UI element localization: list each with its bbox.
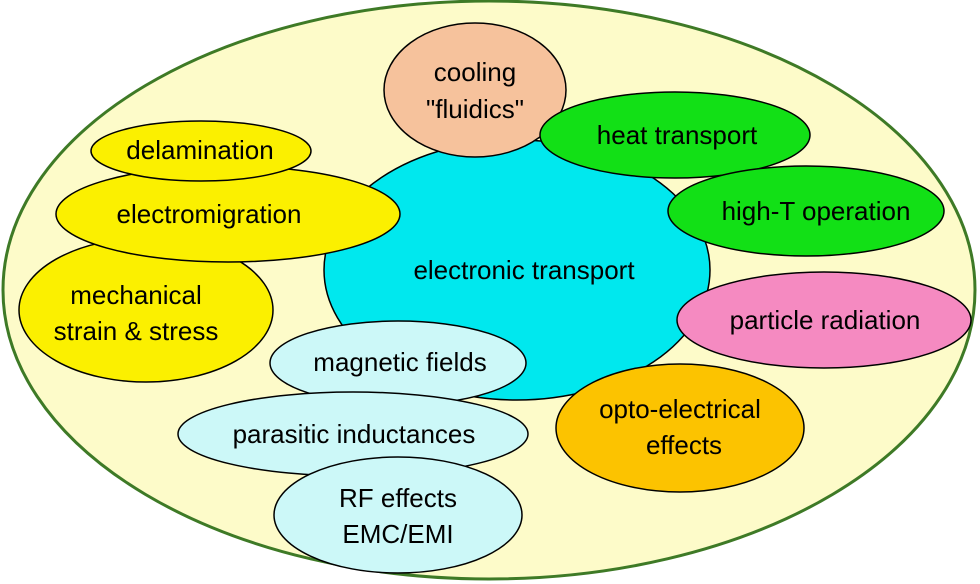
bubble-heat-transport-shape <box>539 91 811 179</box>
bubble-electronic-transport-label: electronic transport <box>413 255 635 285</box>
bubble-high-t-operation: high-T operation <box>667 165 945 257</box>
bubble-high-t-operation-shape <box>667 165 945 257</box>
bubble-rf-effects-emc-emi-shape <box>273 456 523 574</box>
bubble-cooling-fluidics-shape <box>383 22 567 158</box>
bubble-mechanical-strain-stress-label-line-2: strain & stress <box>54 316 219 346</box>
bubble-delamination-shape <box>90 120 312 182</box>
bubble-opto-electrical-effects-label-line-1: opto-electrical <box>599 394 761 424</box>
bubble-parasitic-inductances-label: parasitic inductances <box>233 419 476 449</box>
bubble-electromigration: electromigration <box>55 165 401 263</box>
bubble-opto-electrical-effects-shape <box>555 363 805 493</box>
bubble-delamination: delamination <box>90 120 312 182</box>
bubble-rf-effects-emc-emi-label-line-2: EMC/EMI <box>342 519 453 549</box>
bubble-magnetic-fields: magnetic fields <box>269 320 527 406</box>
bubble-mechanical-strain-stress-label-line-1: mechanical <box>70 280 202 310</box>
bubble-delamination-label: delamination <box>126 135 273 165</box>
bubble-opto-electrical-effects: opto-electrical effects <box>555 363 805 493</box>
bubble-cooling-fluidics: cooling "fluidics" <box>383 22 567 158</box>
bubble-heat-transport-label: heat transport <box>597 120 758 150</box>
bubble-electromigration-label: electromigration <box>117 199 302 229</box>
bubble-high-t-operation-label: high-T operation <box>722 196 911 226</box>
bubble-rf-effects-emc-emi: RF effects EMC/EMI <box>273 456 523 574</box>
bubble-rf-effects-emc-emi-label-line-1: RF effects <box>339 483 457 513</box>
bubble-heat-transport: heat transport <box>539 91 811 179</box>
bubble-cooling-fluidics-label-line-1: cooling <box>434 57 516 87</box>
bubble-parasitic-inductances: parasitic inductances <box>177 391 529 477</box>
bubble-particle-radiation: particle radiation <box>676 271 972 369</box>
bubble-opto-electrical-effects-label-line-2: effects <box>646 430 722 460</box>
bubble-cooling-fluidics-label-line-2: "fluidics" <box>426 94 524 124</box>
bubble-magnetic-fields-label: magnetic fields <box>313 347 486 377</box>
bubble-particle-radiation-shape <box>676 271 972 369</box>
bubble-particle-radiation-label: particle radiation <box>730 305 921 335</box>
bubble-mechanical-strain-stress: mechanical strain & stress <box>18 237 274 383</box>
